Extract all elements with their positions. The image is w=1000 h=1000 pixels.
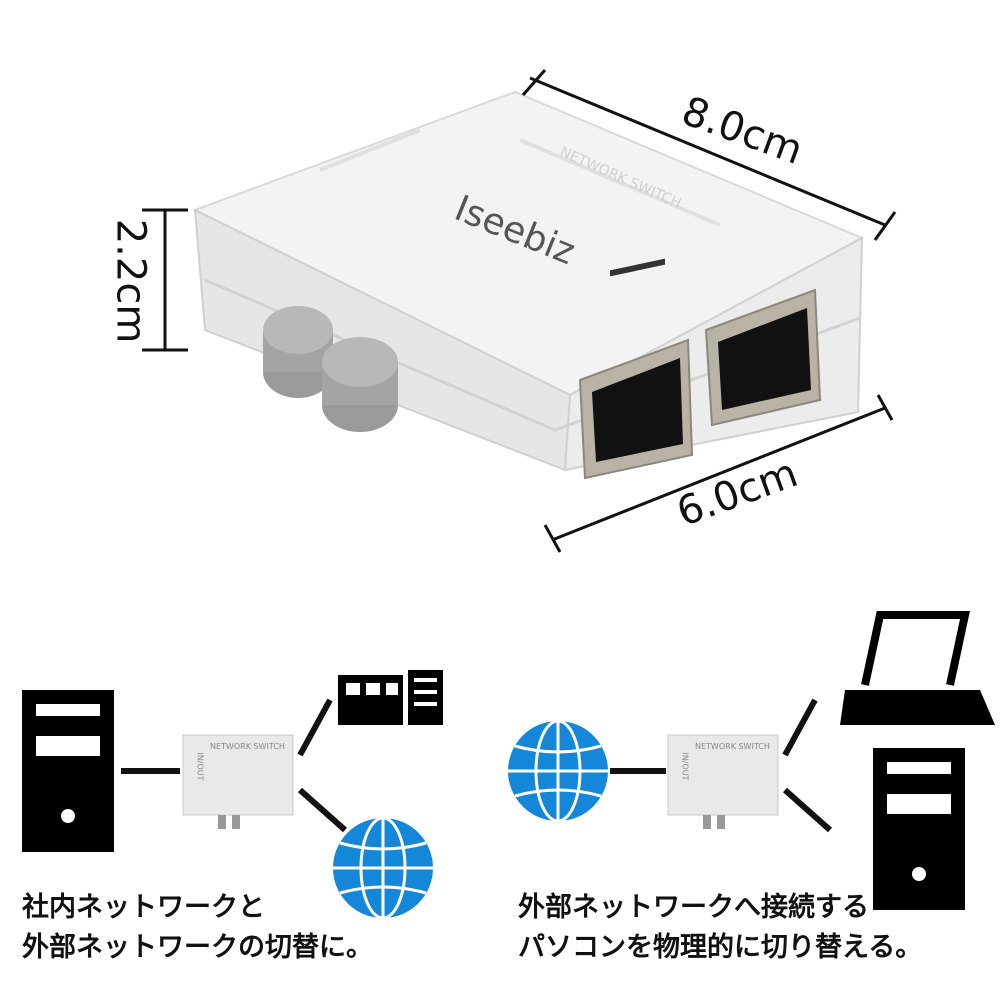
caption-line: 外部ネットワークの切替に。 (22, 932, 373, 963)
network-switch-icon (182, 734, 294, 829)
rj45-port-2 (704, 288, 822, 427)
selector-button-b (322, 337, 398, 432)
caption-line: 外部ネットワークへ接続する (518, 892, 869, 923)
pc-tower-icon (873, 748, 965, 910)
selector-button-a (263, 306, 333, 398)
pc-tower-icon (22, 690, 114, 852)
laptop-icon (840, 611, 995, 725)
switch-side-label: IN/OUT (680, 752, 690, 781)
switch-label: NETWORK SWITCH (210, 742, 285, 751)
dimension-lines (142, 69, 897, 553)
caption-line: パソコンを物理的に切り替える。 (518, 932, 923, 963)
caption-line: 社内ネットワークと (22, 892, 265, 923)
globe-icon (508, 719, 608, 823)
building-icon (338, 670, 443, 725)
switch-label: NETWORK SWITCH (695, 742, 770, 751)
network-switch-icon (667, 734, 779, 829)
product-illustration (142, 69, 897, 553)
rj45-port-1 (578, 258, 694, 480)
switch-side-label: IN/OUT (195, 752, 205, 781)
globe-icon (333, 816, 433, 920)
